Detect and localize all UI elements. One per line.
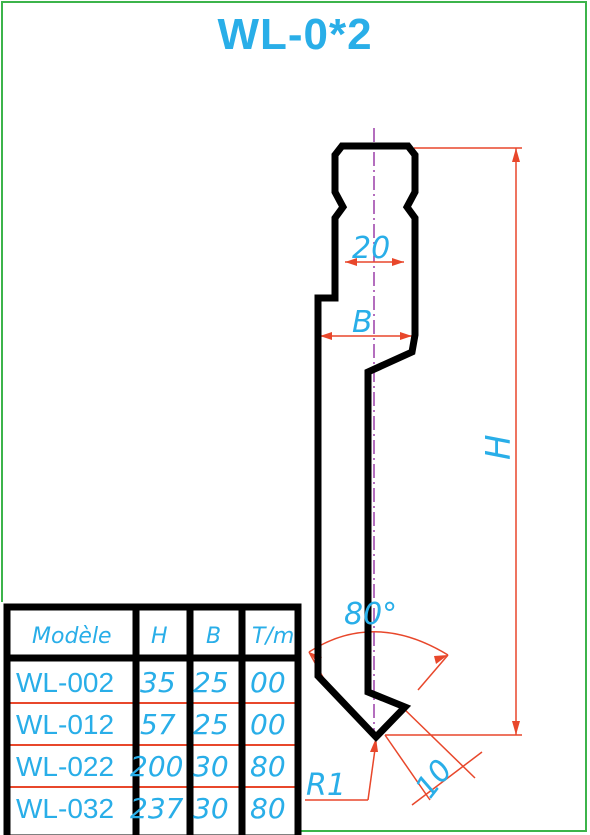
table-cell-h: 35 xyxy=(140,666,176,699)
table-cell-h: 200 xyxy=(130,750,183,783)
table-cell-model: WL-032 xyxy=(16,793,114,824)
table-header-b: B xyxy=(206,624,221,649)
table-cell-tm: 00 xyxy=(250,666,286,699)
tool-profile xyxy=(314,142,419,743)
table-cell-model: WL-012 xyxy=(16,709,114,740)
table-cell-h: 237 xyxy=(130,792,184,825)
table-cell-model: WL-022 xyxy=(16,751,114,782)
dimension-angle-label: 80° xyxy=(344,597,397,632)
dimension-b-label: B xyxy=(352,305,373,340)
model-table: Modèle H B T/m WL-002 35 25 00 WL-012 57… xyxy=(0,602,302,835)
table-header-h: H xyxy=(151,624,168,649)
table-cell-b: 25 xyxy=(193,708,229,741)
dimension-radius-label: R1 xyxy=(306,768,346,803)
table-cell-b: 30 xyxy=(193,792,229,825)
dimension-20-label: 20 xyxy=(352,231,390,266)
table-cell-model: WL-002 xyxy=(16,667,114,698)
table-cell-h: 57 xyxy=(140,708,176,741)
table-cell-b: 30 xyxy=(193,750,229,783)
table-cell-tm: 80 xyxy=(250,792,286,825)
table-cell-b: 25 xyxy=(193,666,229,699)
dimension-tip-label: 10 xyxy=(409,753,460,805)
table-header-tm: T/m xyxy=(252,624,294,649)
table-cell-tm: 00 xyxy=(250,708,286,741)
dimension-h-label: H xyxy=(479,434,519,460)
drawing-title: WL-0*2 xyxy=(217,10,373,59)
table-header-model: Modèle xyxy=(32,624,112,649)
table-cell-tm: 80 xyxy=(250,750,286,783)
